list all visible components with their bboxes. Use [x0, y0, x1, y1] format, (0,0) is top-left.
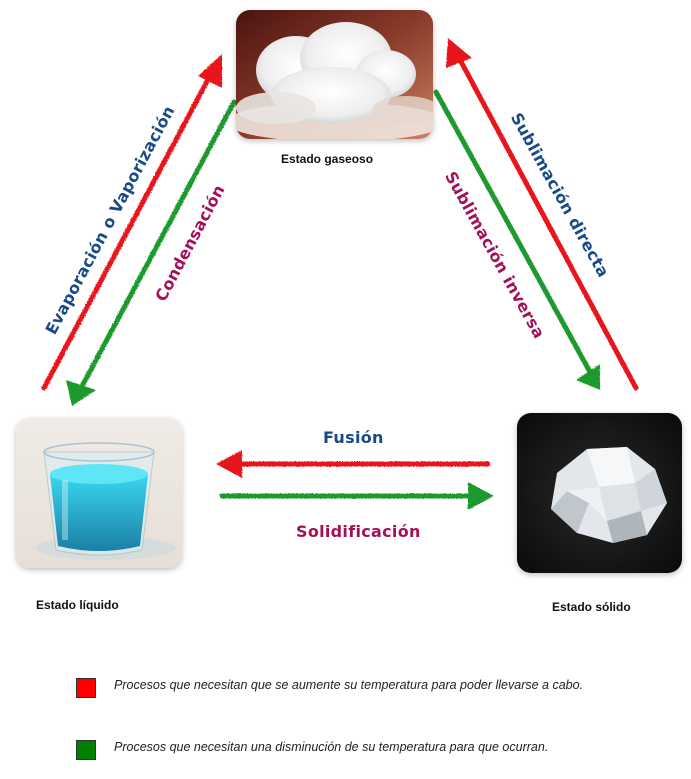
- legend-cooling-text: Procesos que necesitan una disminución d…: [114, 738, 548, 756]
- solid-state-label: Estado sólido: [552, 600, 631, 614]
- liquid-state-image: [16, 418, 182, 568]
- liquid-state-label: Estado líquido: [36, 598, 119, 612]
- gas-state-image: [236, 10, 433, 139]
- gas-state-label: Estado gaseoso: [281, 152, 373, 166]
- legend-green-swatch: [76, 740, 96, 760]
- solidification-arrow: [222, 482, 494, 510]
- solid-state-image: [517, 413, 682, 573]
- legend-red-swatch: [76, 678, 96, 698]
- legend-heating: Procesos que necesitan que se aumente su…: [76, 676, 631, 698]
- fusion-label: Fusión: [323, 428, 384, 447]
- legend-cooling: Procesos que necesitan una disminución d…: [76, 738, 646, 760]
- fusion-arrow: [216, 450, 488, 478]
- solidification-label: Solidificación: [296, 522, 421, 541]
- legend-heating-text: Procesos que necesitan que se aumente su…: [114, 676, 583, 694]
